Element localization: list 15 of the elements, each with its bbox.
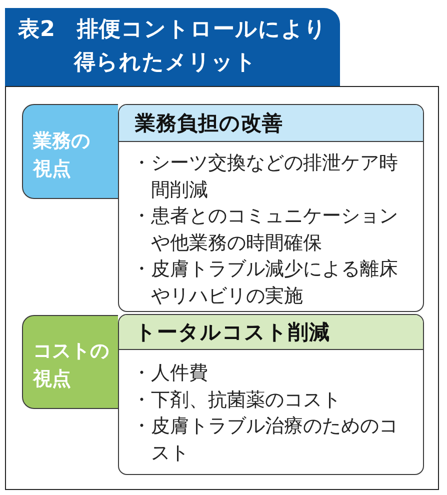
category-tab	[22, 104, 118, 199]
category-card	[118, 314, 424, 475]
bullet-item: ・シーツ交換などの排泄ケア時間削減	[132, 151, 399, 203]
figure-title: 表2 排便コントロールにより得られたメリット	[18, 16, 328, 77]
bullet-item: ・下剤、抗菌薬のコスト	[132, 388, 342, 413]
category-tab	[22, 315, 118, 409]
bullet-item: ・皮膚トラブル治療のためのコスト	[132, 414, 399, 466]
bullet-item: ・皮膚トラブル減少による離床やリハビリの実施	[132, 257, 399, 309]
category-label: 業務の視点	[33, 129, 91, 182]
card-heading: 業務負担の改善	[135, 110, 283, 137]
bullet-item: ・人件費	[132, 361, 209, 386]
category-label: コストの視点	[33, 339, 110, 392]
card-heading: トータルコスト削減	[135, 319, 330, 346]
category-card	[118, 104, 424, 312]
bullet-item: ・患者とのコミュニケーションや他業務の時間確保	[132, 204, 399, 256]
